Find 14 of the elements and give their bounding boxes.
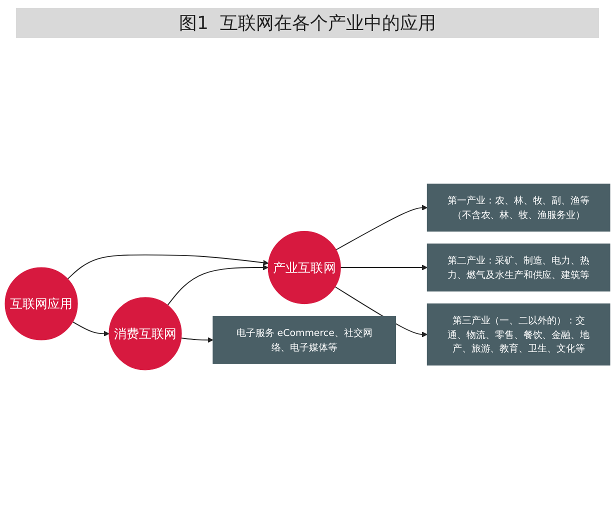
node-box: 电子服务 eCommerce、社交网络、电子媒体等 [212,316,396,364]
node-circle: 产业互联网 [268,231,341,304]
arrow [336,204,428,250]
arrow [67,254,269,280]
figure-title: 图1 互联网在各个产业中的应用 [16,8,599,38]
node-box: 第一产业：农、林、牧、副、渔等（不含农、林、牧、渔服务业） [426,184,610,232]
arrow [340,264,428,270]
node-circle: 消费互联网 [108,297,182,370]
node-box: 第三产业（一、二以外的）：交通、物流、零售、餐饮、金融、地产、旅游、教育、卫生、文化等 [426,303,610,366]
node-circle: 互联网应用 [4,267,78,340]
node-box: 第二产业：采矿、制造、电力、热力、燃气及水生产和供应、建筑等 [426,244,610,292]
arrow [180,337,214,343]
arrow [72,321,110,336]
arrow [167,264,268,306]
